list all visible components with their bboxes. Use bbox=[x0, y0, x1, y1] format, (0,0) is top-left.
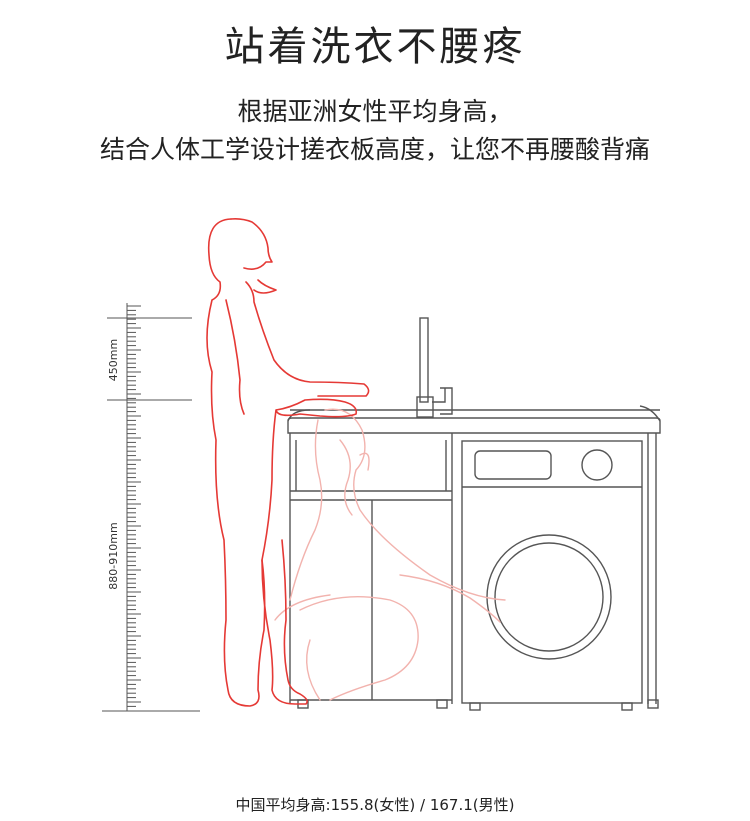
washing-machine bbox=[461, 440, 643, 711]
average-height-footer: 中国平均身高:155.8(女性) / 167.1(男性) bbox=[235, 796, 515, 814]
height-ruler bbox=[102, 303, 200, 712]
ruler-label-880-910: 880-910mm bbox=[107, 522, 120, 589]
page-title: 站着洗衣不腰疼 bbox=[224, 24, 526, 70]
washing-cabinet bbox=[287, 317, 661, 709]
standing-figure bbox=[206, 218, 370, 707]
ruler-ticks bbox=[127, 305, 141, 707]
subtitle-line-1: 根据亚洲女性平均身高， bbox=[237, 97, 513, 126]
subtitle-line-2: 结合人体工学设计搓衣板高度，让您不再腰酸背痛 bbox=[99, 135, 650, 164]
crouching-figure-ghost bbox=[274, 408, 506, 701]
ruler-label-450: 450mm bbox=[107, 339, 120, 381]
ergonomic-illustration: 450mm 880-910mm bbox=[102, 218, 661, 712]
